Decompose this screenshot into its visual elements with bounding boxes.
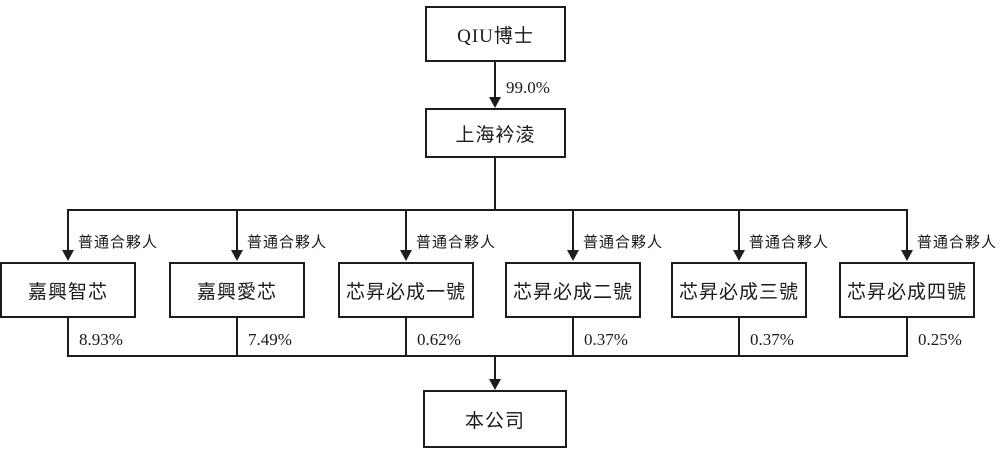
ownership-percentage-label: 99.0% xyxy=(506,78,550,97)
node-partner: 芯昇必成一號 xyxy=(338,262,474,318)
connector-partner-to-bus xyxy=(738,318,740,357)
arrow-down-icon xyxy=(567,250,579,261)
node-top-shareholder-label: QIU博士 xyxy=(457,25,534,47)
connector-partner-to-bus xyxy=(572,318,574,357)
arrow-down-icon xyxy=(489,379,501,390)
node-partner-label: 芯昇必成一號 xyxy=(345,281,466,303)
partner-stake-label: 0.37% xyxy=(750,330,794,349)
node-top-shareholder: QIU博士 xyxy=(425,6,566,62)
node-partner: 嘉興愛芯 xyxy=(169,262,305,318)
connector-partner-to-bus xyxy=(405,318,407,357)
connector-bus-to-partner xyxy=(236,210,238,252)
partner-stake-label: 0.62% xyxy=(417,330,461,349)
connector-partner-to-bus xyxy=(906,318,908,357)
node-partner: 嘉興智芯 xyxy=(0,262,136,318)
partner-role-label: 普通合夥人 xyxy=(78,235,159,251)
partner-role-label: 普通合夥人 xyxy=(416,235,497,251)
arrow-down-icon xyxy=(901,250,913,261)
arrow-down-icon xyxy=(733,250,745,261)
partner-stake-label: 0.37% xyxy=(584,330,628,349)
partner-stake-label: 7.49% xyxy=(248,330,292,349)
connector-partner-to-bus xyxy=(236,318,238,357)
connector-intermediate-to-bus xyxy=(494,158,496,211)
connector-bus-to-company xyxy=(494,357,496,382)
node-company-label: 本公司 xyxy=(464,410,525,432)
node-partner-label: 嘉興智芯 xyxy=(27,281,108,303)
arrow-down-icon xyxy=(231,250,243,261)
node-company: 本公司 xyxy=(423,390,567,448)
partner-role-label: 普通合夥人 xyxy=(583,235,664,251)
node-partner-label: 芯昇必成二號 xyxy=(512,281,633,303)
connector-bus-to-partner xyxy=(572,210,574,252)
connector-bus-to-partner xyxy=(738,210,740,252)
collector-bus-line xyxy=(67,355,908,357)
connector-partner-to-bus xyxy=(67,318,69,357)
connector-top-to-intermediate xyxy=(494,62,496,100)
partner-role-label: 普通合夥人 xyxy=(917,235,998,251)
distribution-bus-line xyxy=(67,209,908,211)
node-intermediate-label: 上海衿淩 xyxy=(455,124,536,146)
node-intermediate: 上海衿淩 xyxy=(425,108,566,158)
partner-stake-label: 0.25% xyxy=(918,330,962,349)
connector-bus-to-partner xyxy=(405,210,407,252)
arrow-down-icon xyxy=(400,250,412,261)
node-partner-label: 芯昇必成四號 xyxy=(846,281,967,303)
arrow-down-icon xyxy=(62,250,74,261)
node-partner-label: 芯昇必成三號 xyxy=(678,281,799,303)
partner-role-label: 普通合夥人 xyxy=(749,235,830,251)
partner-stake-label: 8.93% xyxy=(79,330,123,349)
arrow-down-icon xyxy=(489,97,501,108)
node-partner: 芯昇必成四號 xyxy=(839,262,975,318)
node-partner-label: 嘉興愛芯 xyxy=(196,281,277,303)
connector-bus-to-partner xyxy=(906,210,908,252)
partner-role-label: 普通合夥人 xyxy=(247,235,328,251)
node-partner: 芯昇必成二號 xyxy=(505,262,641,318)
connector-bus-to-partner xyxy=(67,210,69,252)
node-partner: 芯昇必成三號 xyxy=(671,262,807,318)
